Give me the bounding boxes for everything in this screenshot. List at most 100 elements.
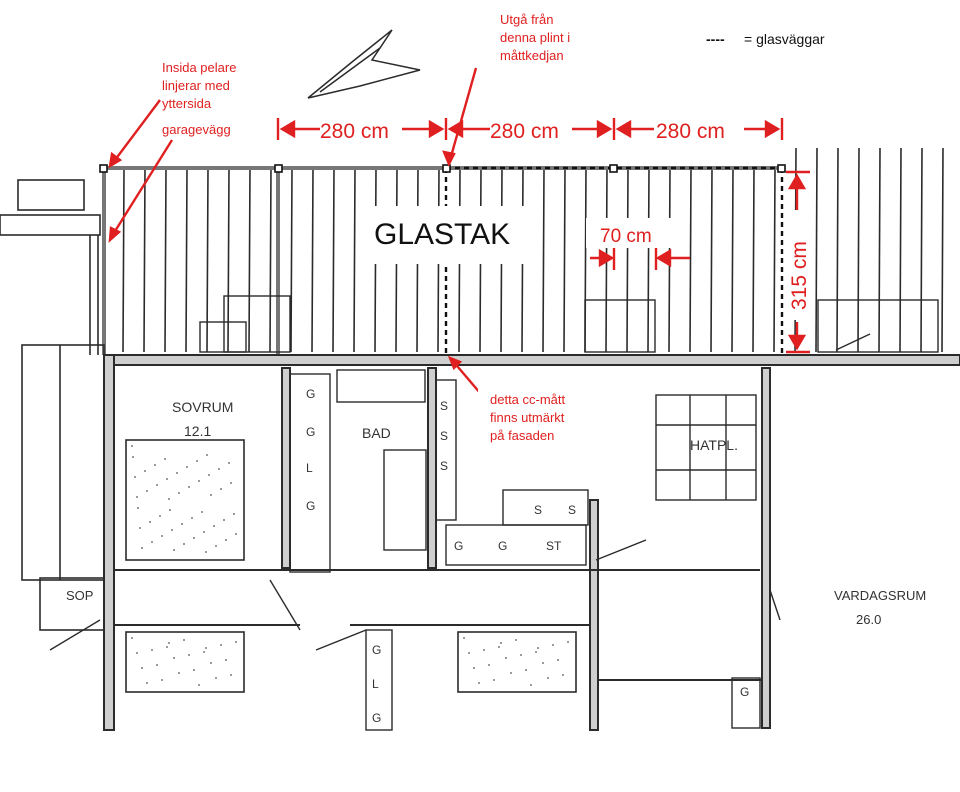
- bed-dot: [188, 654, 190, 656]
- dimension-depth: 315 cm: [788, 241, 811, 310]
- svg-text:S: S: [534, 503, 542, 517]
- bed-dot: [230, 674, 232, 676]
- room-living-name: VARDAGSRUM: [834, 588, 926, 603]
- bed-dot: [498, 646, 500, 648]
- rafter-line: [731, 167, 734, 353]
- plinth-markers: [99, 164, 786, 173]
- svg-text:yttersida: yttersida: [162, 96, 212, 111]
- bed-dot: [183, 639, 185, 641]
- room-bath: BAD: [362, 425, 391, 441]
- bed-dot: [205, 551, 207, 553]
- bed-dot: [173, 549, 175, 551]
- pillar-note-bg: [150, 60, 260, 90]
- bed-dot: [136, 496, 138, 498]
- bed-dot: [178, 492, 180, 494]
- bed-dot: [210, 494, 212, 496]
- svg-text:L: L: [306, 461, 313, 475]
- bed-dot: [151, 649, 153, 651]
- svg-text:detta cc-mått: detta cc-mått: [490, 392, 566, 407]
- bed-dot: [215, 545, 217, 547]
- bed-dot: [205, 647, 207, 649]
- svg-text:S: S: [440, 459, 448, 473]
- rafter-line: [752, 167, 755, 353]
- bed-dot: [144, 470, 146, 472]
- dimension-rafter-spacing: 70 cm: [600, 226, 652, 247]
- bed-dot: [206, 454, 208, 456]
- bed-dot: [203, 531, 205, 533]
- svg-text:G: G: [498, 539, 507, 553]
- bed-dot: [233, 513, 235, 515]
- bed-dot: [220, 488, 222, 490]
- bed-dot: [161, 535, 163, 537]
- bed-dot: [131, 445, 133, 447]
- rafter-line: [773, 167, 776, 353]
- bed-dot: [149, 521, 151, 523]
- bed-dot: [225, 539, 227, 541]
- svg-text:G: G: [306, 387, 315, 401]
- depth-label-bg: [784, 210, 810, 320]
- room-bedroom-name: SOVRUM: [172, 399, 233, 415]
- bed-dot: [530, 684, 532, 686]
- bed-dot: [483, 649, 485, 651]
- note-start-from: Utgå från denna plint i måttkedjan: [500, 12, 570, 63]
- rafter-line: [164, 167, 167, 353]
- legend-text: = glasväggar: [744, 31, 825, 47]
- bed-dot: [510, 672, 512, 674]
- garage-wall: [0, 179, 107, 631]
- room-labels: SOVRUM 12.1 BAD HATPL. VARDAGSRUM 26.0 S…: [66, 399, 926, 627]
- bed-dot: [557, 659, 559, 661]
- bed-dot: [156, 664, 158, 666]
- rafter-line: [647, 167, 650, 353]
- rafter-line: [710, 167, 713, 353]
- bed-dot: [203, 651, 205, 653]
- bed-dot: [218, 468, 220, 470]
- rafter-line: [290, 167, 293, 353]
- svg-text:G: G: [372, 643, 381, 657]
- bed-dot: [201, 511, 203, 513]
- bed-dot: [154, 464, 156, 466]
- rafter-line: [185, 167, 188, 353]
- svg-text:Insida pelare: Insida pelare: [162, 60, 236, 75]
- bed-dot: [478, 682, 480, 684]
- bed-dot: [183, 543, 185, 545]
- bed-dot: [176, 472, 178, 474]
- bed-dot: [169, 509, 171, 511]
- storage-cabinets: [289, 369, 761, 731]
- room-living-area: 26.0: [856, 612, 881, 627]
- bed-dot: [525, 669, 527, 671]
- bed-dot: [198, 480, 200, 482]
- note-inside-pillar: Insida pelare linjerar med yttersida gar…: [162, 60, 236, 137]
- bed-rect: [125, 439, 577, 693]
- dimension-span2: 280 cm: [490, 120, 559, 143]
- bed-dot: [171, 529, 173, 531]
- bed-dot: [213, 525, 215, 527]
- note-garage-wall: garagevägg: [162, 122, 231, 137]
- bed-dot: [186, 466, 188, 468]
- svg-text:L: L: [372, 677, 379, 691]
- patio-furniture: [199, 295, 939, 353]
- bed-dot: [210, 662, 212, 664]
- bed-dot: [161, 679, 163, 681]
- svg-text:S: S: [440, 429, 448, 443]
- bed-dot: [515, 639, 517, 641]
- svg-text:måttkedjan: måttkedjan: [500, 48, 564, 63]
- rafter-line: [941, 147, 944, 353]
- north-arrow-icon: [307, 29, 421, 99]
- bed-dot: [188, 486, 190, 488]
- hall-furniture: [655, 394, 757, 501]
- bed-dot: [228, 462, 230, 464]
- bed-dot: [191, 517, 193, 519]
- rafter-line: [143, 167, 146, 353]
- svg-text:finns utmärkt: finns utmärkt: [490, 410, 565, 425]
- svg-text:S: S: [568, 503, 576, 517]
- rafter-line: [836, 147, 839, 353]
- bed-dot: [208, 474, 210, 476]
- svg-text:G: G: [740, 685, 749, 699]
- bed-dot: [166, 646, 168, 648]
- svg-text:ST: ST: [546, 539, 562, 553]
- bed-dot: [168, 498, 170, 500]
- dimension-span1: 280 cm: [320, 120, 389, 143]
- room-garbage: SOP: [66, 588, 93, 603]
